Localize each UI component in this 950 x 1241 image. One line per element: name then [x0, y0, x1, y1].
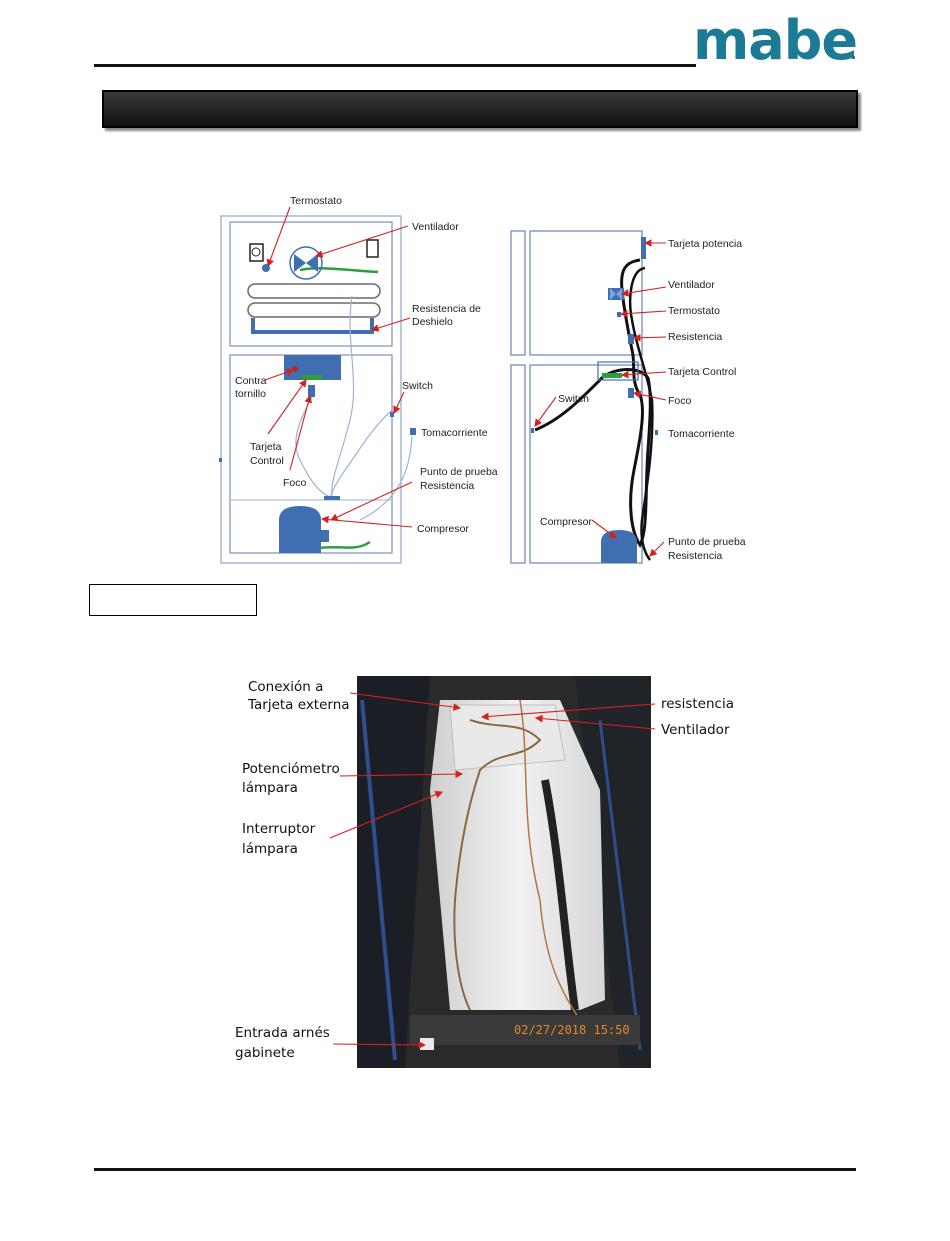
wiring-diagram-front: Termostato Ventilador Resistencia de Des…: [219, 195, 498, 564]
photo-label-interruptor-2: lámpara: [242, 841, 298, 857]
label-tarjeta-2: Control: [250, 455, 284, 467]
footer-rule: [94, 1168, 856, 1171]
label-resistencia-side: Resistencia: [668, 331, 722, 343]
photo-label-entrada-1: Entrada arnés: [235, 1025, 330, 1041]
label-tomacorriente: Tomacorriente: [421, 427, 488, 439]
label-punto-side-2: Resistencia: [668, 550, 722, 562]
photo-label-potenciometro-1: Potenciómetro: [242, 761, 340, 777]
label-contra-2: tornillo: [235, 388, 266, 400]
logo-dot: [852, 56, 855, 59]
photo-label-resistencia: resistencia: [661, 696, 734, 712]
photo-label-interruptor-1: Interruptor: [242, 821, 316, 837]
photo-label-conexion-2: Tarjeta externa: [247, 697, 350, 713]
photo-timestamp: 02/27/2018 15:50: [514, 1023, 630, 1037]
label-switch: Switch: [402, 380, 433, 392]
label-resistencia-2: Deshielo: [412, 316, 453, 328]
label-termostato: Termostato: [290, 195, 342, 207]
label-tarjeta-potencia: Tarjeta potencia: [668, 238, 742, 250]
mabe-logo-icon: mabe: [693, 9, 858, 72]
caption-box: [89, 584, 257, 616]
label-punto-1: Punto de prueba: [420, 466, 498, 478]
label-punto-2: Resistencia: [420, 480, 474, 492]
label-tarjeta-control-side: Tarjeta Control: [668, 366, 736, 378]
label-ventilador: Ventilador: [412, 221, 459, 233]
label-contra-1: Contra: [235, 375, 267, 387]
label-tarjeta-1: Tarjeta: [250, 441, 282, 453]
photo-label-conexion-1: Conexión a: [248, 679, 323, 695]
wiring-diagram-side: Tarjeta potencia Ventilador Termostato R…: [510, 230, 746, 564]
label-foco: Foco: [283, 477, 307, 489]
photo-label-ventilador: Ventilador: [661, 722, 730, 738]
label-punto-side-1: Punto de prueba: [668, 536, 746, 548]
photo-refrigerator-back: 02/27/2018 15:50 Conexión a Tarjeta exte…: [235, 676, 734, 1068]
section-title-bar: [102, 90, 858, 128]
label-termostato-side: Termostato: [668, 305, 720, 317]
label-compresor: Compresor: [417, 523, 469, 535]
label-foco-side: Foco: [668, 395, 692, 407]
label-resistencia-1: Resistencia de: [412, 303, 481, 315]
label-ventilador-side: Ventilador: [668, 279, 715, 291]
photo-label-potenciometro-2: lámpara: [242, 780, 298, 796]
header-rule: [94, 64, 696, 67]
label-tomacorriente-side: Tomacorriente: [668, 428, 735, 440]
label-compresor-side: Compresor: [540, 516, 592, 528]
label-switch-side: Switch: [558, 393, 589, 405]
photo-label-entrada-2: gabinete: [235, 1045, 295, 1061]
